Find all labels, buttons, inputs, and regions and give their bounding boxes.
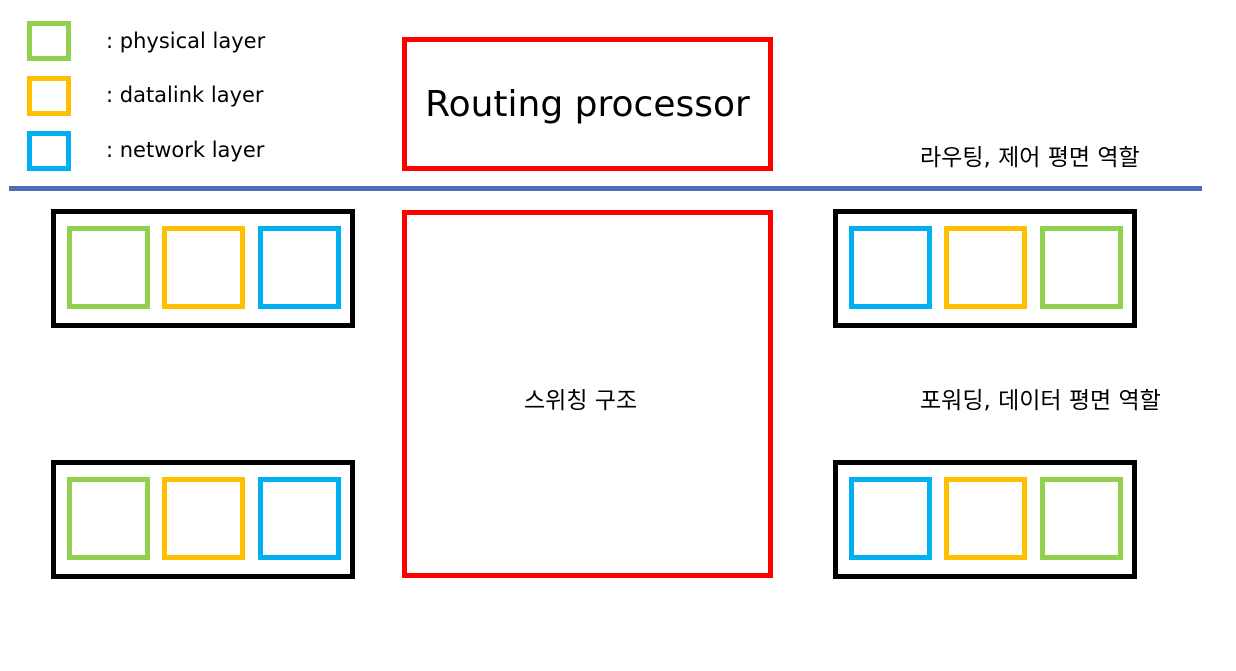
input-port-card-top bbox=[51, 209, 355, 328]
switch-fabric-label: 스위칭 구조 bbox=[524, 388, 638, 414]
legend-network-label: : network layer bbox=[106, 138, 265, 162]
network-layer-slot bbox=[849, 226, 932, 309]
physical-layer-slot bbox=[1040, 226, 1123, 309]
datalink-layer-slot bbox=[944, 226, 1027, 309]
datalink-layer-slot bbox=[944, 477, 1027, 560]
switch-fabric-box bbox=[402, 210, 773, 578]
legend-physical-label: : physical layer bbox=[106, 29, 266, 53]
output-port-card-top bbox=[833, 209, 1137, 328]
control-plane-note: 라우팅, 제어 평면 역할 bbox=[920, 145, 1140, 171]
datalink-layer-slot bbox=[162, 477, 245, 560]
legend-datalink-label: : datalink layer bbox=[106, 83, 264, 107]
routing-processor-label: Routing processor bbox=[425, 83, 750, 125]
network-layer-slot bbox=[849, 477, 932, 560]
data-plane-note: 포워딩, 데이터 평면 역할 bbox=[920, 388, 1161, 414]
physical-layer-slot bbox=[1040, 477, 1123, 560]
physical-layer-slot bbox=[67, 477, 150, 560]
datalink-layer-slot bbox=[162, 226, 245, 309]
legend-datalink-swatch bbox=[27, 76, 71, 116]
input-port-card-bottom bbox=[51, 460, 355, 579]
divider-line bbox=[9, 186, 1202, 191]
routing-processor-box: Routing processor bbox=[402, 37, 773, 171]
physical-layer-slot bbox=[67, 226, 150, 309]
network-layer-slot bbox=[258, 477, 341, 560]
legend-physical-swatch bbox=[27, 21, 71, 61]
output-port-card-bottom bbox=[833, 460, 1137, 579]
network-layer-slot bbox=[258, 226, 341, 309]
legend-network-swatch bbox=[27, 131, 71, 171]
